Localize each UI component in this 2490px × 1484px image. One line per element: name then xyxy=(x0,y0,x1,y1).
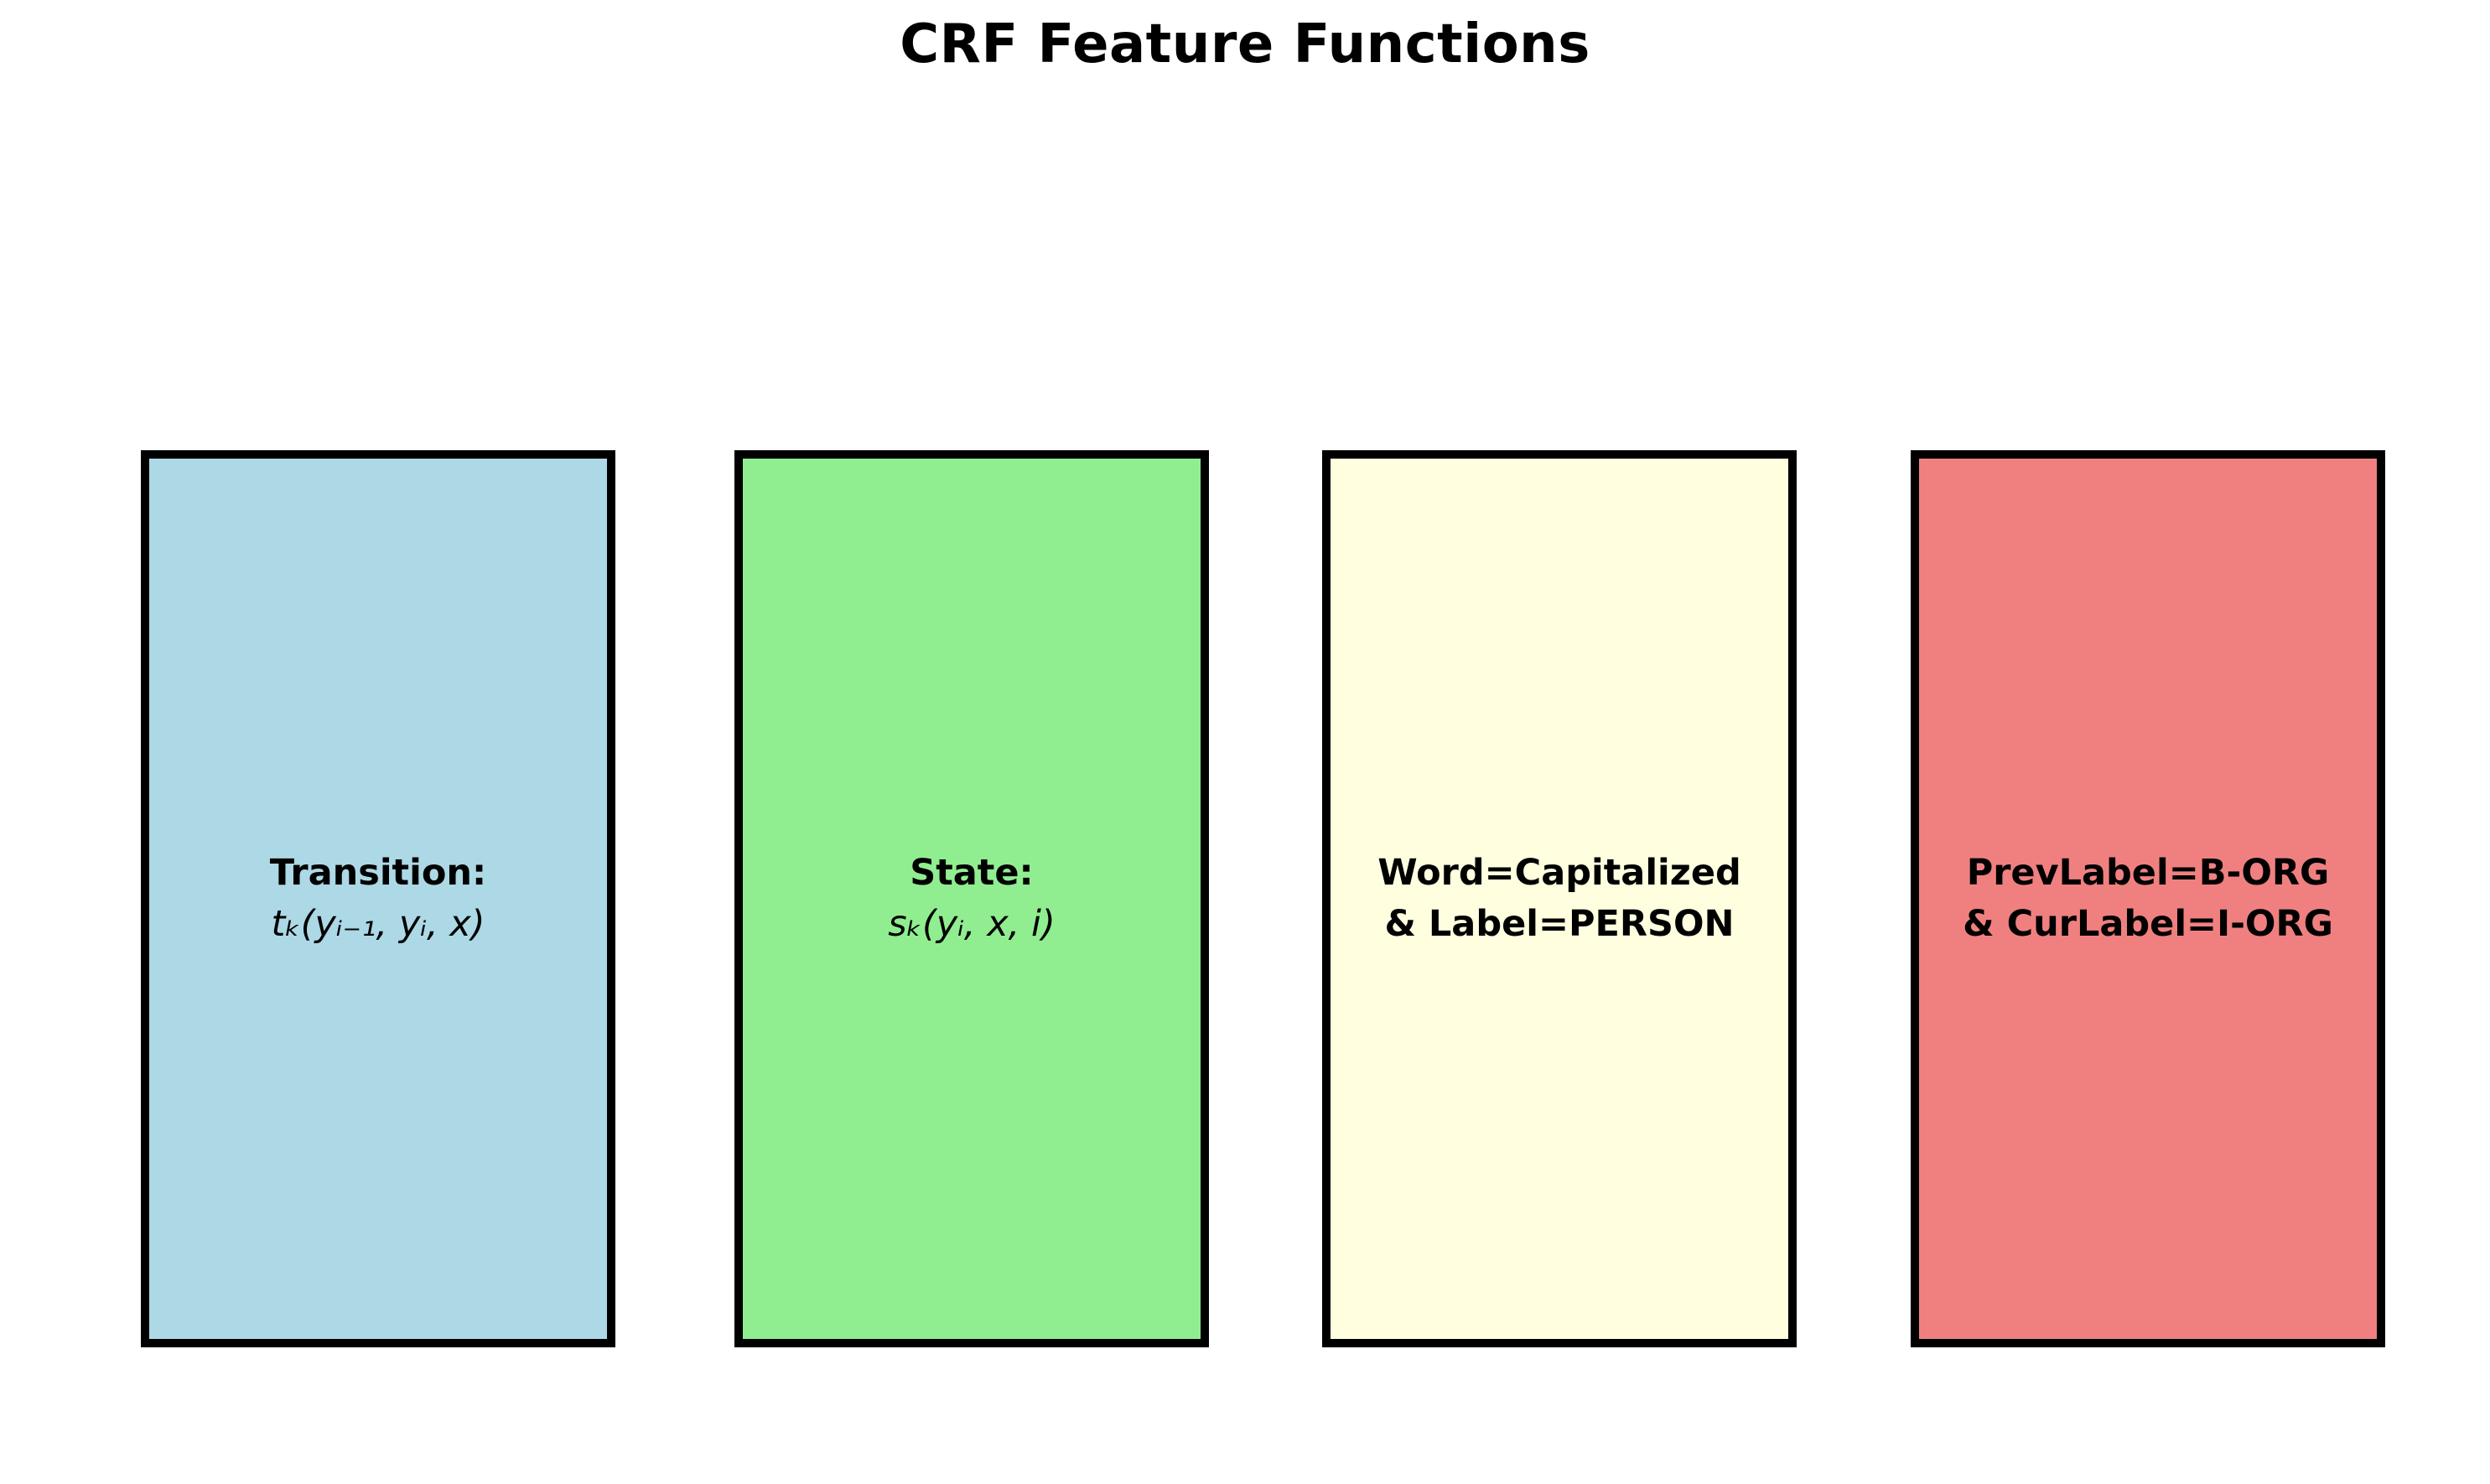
word-capitalized-line1: Word=Capitalized xyxy=(1377,851,1741,894)
transition-label: Transition: xyxy=(269,851,487,894)
word-capitalized-feature-box: Word=Capitalized & Label=PERSON xyxy=(1322,450,1797,1347)
transition-formula: tₖ(yᵢ₋₁, yᵢ, x) xyxy=(271,903,485,945)
state-feature-box: State: sₖ(yᵢ, x, i) xyxy=(734,450,1209,1347)
prevlabel-feature-box: PrevLabel=B-ORG & CurLabel=I-ORG xyxy=(1911,450,2385,1347)
state-label: State: xyxy=(910,851,1034,894)
word-capitalized-line2: & Label=PERSON xyxy=(1384,903,1735,945)
diagram-title: CRF Feature Functions xyxy=(900,13,1590,75)
prevlabel-line1: PrevLabel=B-ORG xyxy=(1966,851,2330,894)
prevlabel-line2: & CurLabel=I-ORG xyxy=(1963,903,2333,945)
transition-feature-box: Transition: tₖ(yᵢ₋₁, yᵢ, x) xyxy=(141,450,615,1347)
state-formula: sₖ(yᵢ, x, i) xyxy=(888,903,1056,945)
